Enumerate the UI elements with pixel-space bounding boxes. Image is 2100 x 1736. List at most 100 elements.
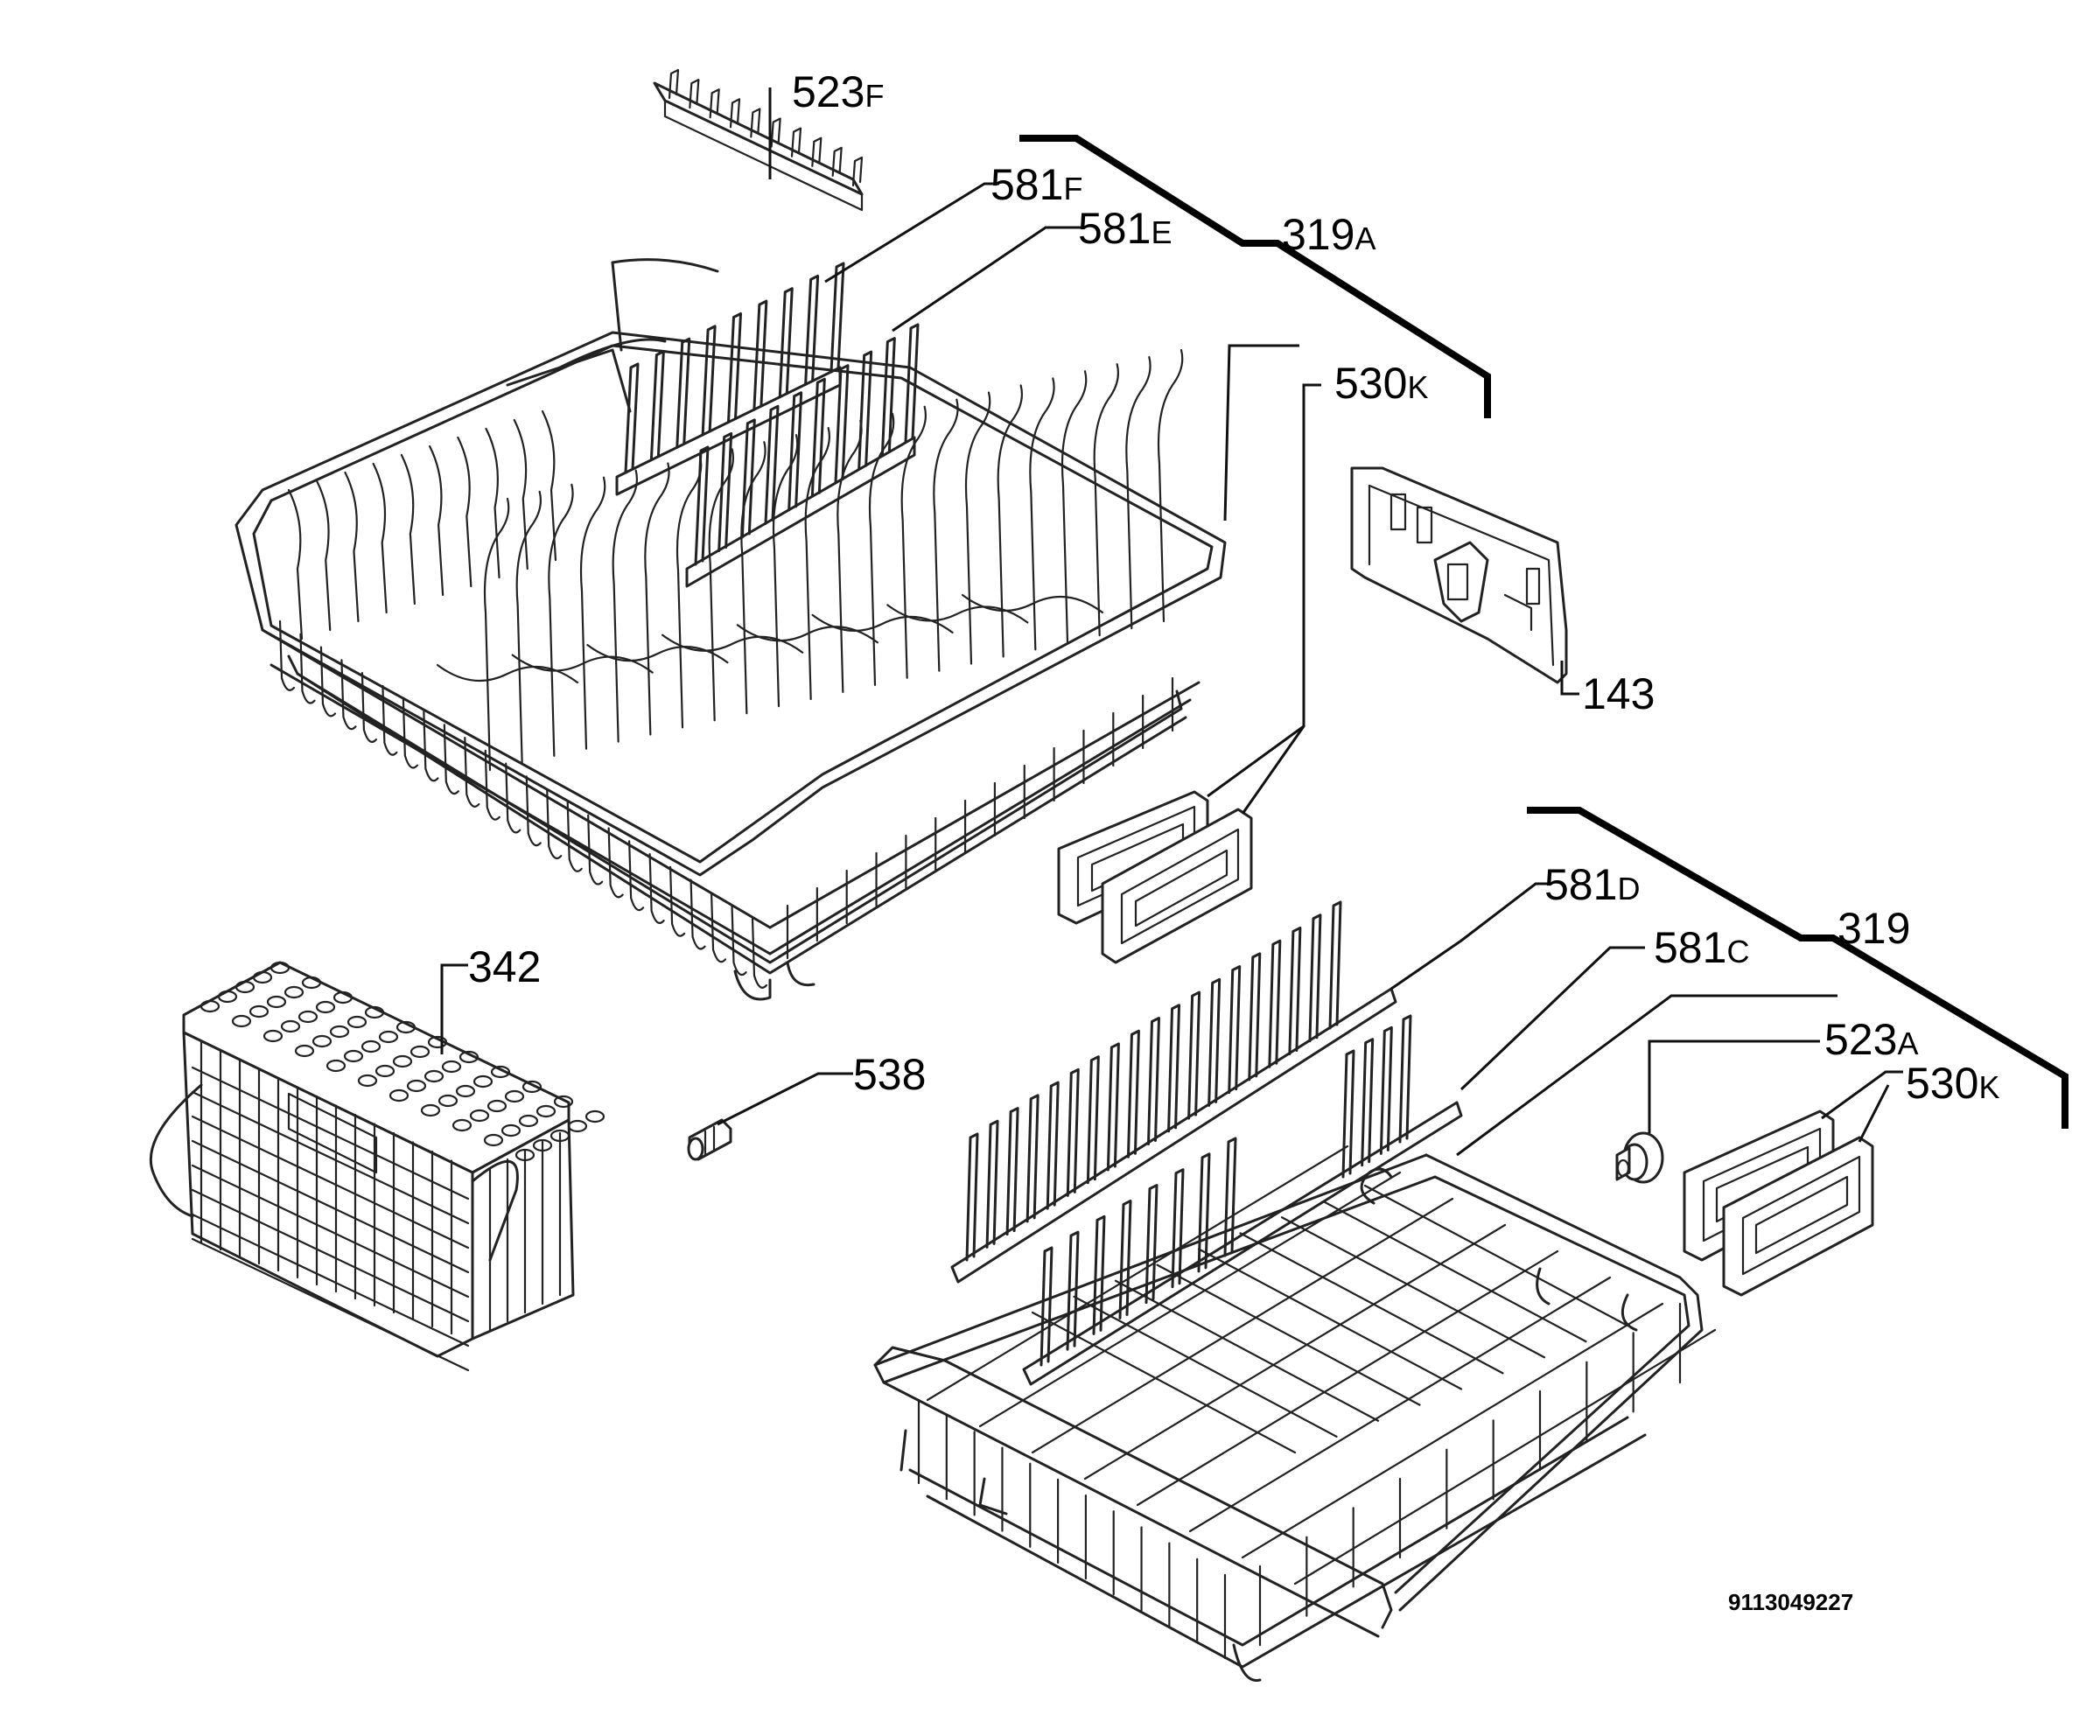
tine bbox=[770, 117, 781, 148]
cutlery-hole bbox=[234, 980, 256, 994]
cutlery-grid-line bbox=[191, 1188, 470, 1323]
roller-axle-538 bbox=[687, 1118, 732, 1161]
cutlery-grid-line bbox=[191, 1066, 470, 1200]
tine bbox=[729, 98, 741, 129]
cutlery-hole bbox=[392, 1054, 413, 1068]
cutlery-hole bbox=[504, 1089, 525, 1103]
tine bbox=[668, 68, 680, 100]
tine bbox=[1379, 1026, 1393, 1155]
tine bbox=[788, 391, 803, 512]
grid-wire bbox=[1197, 1248, 1463, 1390]
cutlery-basket-342 bbox=[149, 961, 606, 1372]
fold-tine bbox=[344, 471, 360, 623]
cutlery-hole bbox=[262, 1029, 284, 1043]
plate-tine bbox=[515, 490, 542, 765]
tine bbox=[1092, 1214, 1106, 1335]
cutlery-grid-line bbox=[191, 1164, 470, 1298]
basket-wire bbox=[668, 865, 686, 937]
basket-wire bbox=[319, 646, 337, 718]
plate-tine bbox=[772, 434, 799, 708]
basket-wire bbox=[587, 814, 604, 886]
basket-wire bbox=[690, 878, 706, 950]
tine bbox=[1341, 1049, 1355, 1179]
label-530K-lower: 530K bbox=[1906, 1059, 1999, 1108]
cutlery-hole bbox=[441, 1060, 462, 1074]
tine bbox=[985, 1119, 999, 1249]
basket-wire bbox=[546, 788, 563, 859]
cutlery-hole bbox=[343, 1049, 364, 1063]
label-319: 319 bbox=[1838, 904, 1910, 953]
tine bbox=[624, 362, 640, 474]
cutlery-hole bbox=[410, 1045, 430, 1059]
cutlery-grid-line bbox=[191, 1090, 470, 1225]
tine bbox=[1118, 1199, 1132, 1320]
lower-basket bbox=[873, 1144, 1717, 1682]
label-523F: 523F bbox=[792, 67, 884, 116]
cutlery-hole bbox=[266, 995, 287, 1009]
tine bbox=[727, 312, 742, 424]
plate-tine bbox=[1157, 348, 1184, 623]
cutlery-hole bbox=[346, 1015, 368, 1029]
label-143: 143 bbox=[1582, 669, 1655, 718]
tine bbox=[1248, 952, 1262, 1082]
basket-wire bbox=[751, 917, 768, 989]
fold-tine bbox=[541, 410, 557, 562]
cutlery-hole bbox=[483, 1133, 504, 1147]
wave-wire bbox=[436, 663, 579, 684]
label-523A: 523A bbox=[1824, 1015, 1918, 1064]
cutlery-hole bbox=[298, 1010, 318, 1024]
plate-tine bbox=[933, 398, 959, 672]
grid-wire bbox=[1322, 1200, 1587, 1343]
tine bbox=[1361, 1038, 1375, 1167]
cutlery-hole bbox=[427, 1035, 448, 1049]
basket-wire bbox=[484, 749, 500, 821]
cutlery-hole bbox=[406, 1079, 427, 1093]
tine bbox=[676, 337, 691, 449]
fold-tine bbox=[400, 453, 416, 606]
tine bbox=[1005, 1107, 1019, 1236]
plate-tine bbox=[644, 462, 670, 736]
tine bbox=[1086, 1055, 1100, 1185]
cutlery-hole bbox=[231, 1014, 252, 1028]
tine bbox=[1197, 1152, 1211, 1273]
cutlery-grid-line bbox=[191, 1213, 470, 1348]
tine bbox=[810, 377, 826, 498]
cutlery-hole bbox=[396, 1020, 416, 1034]
basket-wire bbox=[464, 736, 480, 808]
cutlery-hole bbox=[486, 1099, 508, 1113]
tine bbox=[965, 1132, 979, 1262]
label-342: 342 bbox=[468, 942, 541, 991]
cutlery-hole bbox=[294, 1044, 315, 1058]
wave-wire bbox=[886, 604, 1029, 624]
tine bbox=[1328, 900, 1342, 1030]
cutlery-hole bbox=[200, 999, 220, 1013]
side-pads-530K-lower bbox=[1683, 1110, 1874, 1297]
tine bbox=[831, 146, 843, 177]
wave-wire bbox=[586, 644, 729, 664]
basket-wire bbox=[648, 852, 665, 924]
label-581F: 581F bbox=[990, 160, 1082, 209]
plate-tine bbox=[548, 483, 574, 757]
plate-tine bbox=[804, 426, 831, 701]
cutlery-hole bbox=[360, 1040, 382, 1054]
cutlery-hole bbox=[378, 1030, 399, 1044]
cutlery-hole bbox=[329, 1025, 350, 1039]
cutlery-hole bbox=[284, 985, 304, 999]
grid-wire bbox=[1156, 1264, 1421, 1406]
label-538: 538 bbox=[853, 1050, 926, 1099]
cutlery-hole bbox=[567, 1119, 588, 1133]
plate-tine bbox=[1125, 355, 1152, 630]
tine bbox=[830, 262, 845, 374]
plate-tine bbox=[836, 419, 863, 694]
tine bbox=[811, 136, 822, 167]
fold-tine bbox=[316, 480, 332, 632]
cutlery-hole bbox=[312, 1034, 332, 1048]
fold-tine bbox=[429, 444, 444, 597]
cutlery-hole bbox=[472, 1074, 494, 1088]
plate-tine bbox=[964, 391, 991, 665]
wave-wire bbox=[662, 634, 804, 654]
cutlery-hole bbox=[280, 1019, 301, 1033]
grid-wire bbox=[1136, 1250, 1559, 1507]
cutlery-hole bbox=[301, 976, 322, 990]
